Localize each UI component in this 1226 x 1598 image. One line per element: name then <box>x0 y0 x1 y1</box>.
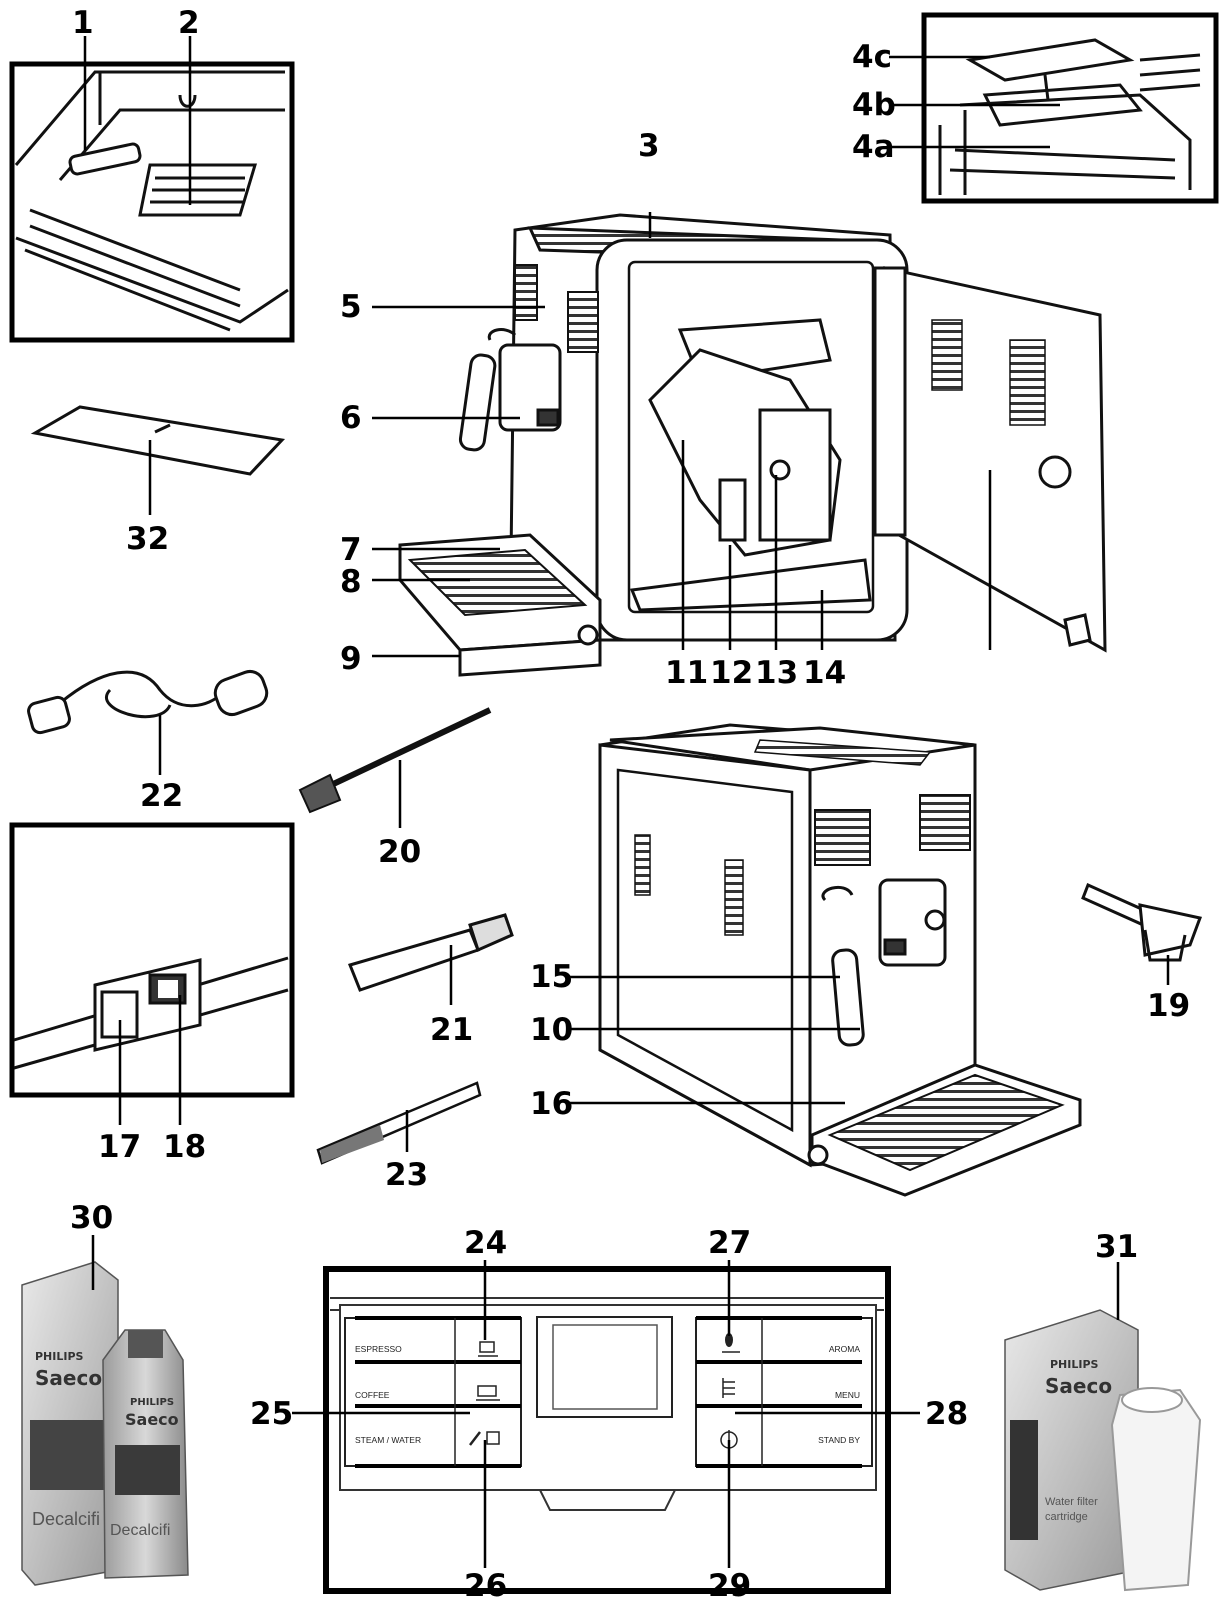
callout-17: 17 <box>98 1129 141 1165</box>
callout-9: 9 <box>340 641 362 677</box>
callout-4c: 4c <box>852 39 892 75</box>
menu-button-label[interactable]: MENU <box>835 1390 860 1400</box>
callout-24: 24 <box>464 1225 507 1261</box>
callout-10: 10 <box>530 1012 573 1048</box>
callout-22: 22 <box>140 778 183 814</box>
callout-1: 1 <box>72 5 94 41</box>
aroma-button-label[interactable]: AROMA <box>829 1344 861 1354</box>
callout-28: 28 <box>925 1396 968 1432</box>
decalcifier-package: PHILIPS Saeco Decalcifi PHILIPS Saeco De… <box>21 1200 189 1586</box>
espresso-cup-icon[interactable] <box>478 1341 498 1357</box>
callout-7: 7 <box>340 532 362 568</box>
callout-16: 16 <box>530 1086 573 1122</box>
callout-13: 13 <box>755 655 798 691</box>
callout-32: 32 <box>126 521 169 557</box>
bean-lid-accessory: 32 <box>30 405 286 557</box>
filter-box-brand-top: PHILIPS <box>1050 1358 1099 1371</box>
inset-power-socket: 17 18 <box>9 822 295 1165</box>
callout-26: 26 <box>464 1568 507 1598</box>
bottle-name: Decalcifi <box>110 1522 170 1539</box>
bottle-brand: Saeco <box>125 1410 179 1429</box>
callout-19: 19 <box>1147 988 1190 1024</box>
control-panel: ESPRESSO COFFEE STEAM / WATER AROMA MENU… <box>323 1266 891 1594</box>
callout-8: 8 <box>340 564 362 600</box>
machine-front-view <box>398 213 1107 677</box>
inset-top-lid: 1 2 <box>9 5 295 343</box>
aroma-bean-icon[interactable] <box>722 1333 740 1353</box>
power-cord-accessory: 22 <box>27 669 269 814</box>
callout-12: 12 <box>710 655 753 691</box>
machine-rear-view <box>598 723 1082 1197</box>
filter-box-brand: Saeco <box>1045 1374 1112 1398</box>
callout-4a: 4a <box>852 129 895 165</box>
water-filter-package: PHILIPS Saeco Water filter cartridge 31 <box>1004 1229 1202 1592</box>
decalcifier-box-name: Decalcifi <box>32 1509 100 1529</box>
callout-25: 25 <box>250 1396 293 1432</box>
callout-14: 14 <box>803 655 846 691</box>
callout-20: 20 <box>378 834 421 870</box>
callout-21: 21 <box>430 1012 473 1048</box>
grease-tube-accessory: 21 <box>347 913 514 1048</box>
menu-list-icon[interactable] <box>722 1378 735 1398</box>
decalcifier-box-brand: Saeco <box>35 1366 102 1390</box>
leader-lines-rear <box>570 975 860 1105</box>
filter-name-line1: Water filter <box>1045 1496 1098 1508</box>
callout-23: 23 <box>385 1157 428 1193</box>
standby-button-label[interactable]: STAND BY <box>818 1435 860 1445</box>
callout-5: 5 <box>340 289 362 325</box>
callout-31: 31 <box>1095 1229 1138 1265</box>
coffee-cup-icon[interactable] <box>476 1385 500 1401</box>
leader-lines-front <box>372 212 992 658</box>
callout-6: 6 <box>340 400 362 436</box>
cleaning-brush-accessory: 20 <box>298 707 492 870</box>
callout-4b: 4b <box>852 87 896 123</box>
callout-3: 3 <box>638 128 660 164</box>
callout-2: 2 <box>178 5 200 41</box>
leader-lines-panel <box>292 1260 920 1568</box>
decalcifier-box-brand-top: PHILIPS <box>35 1350 84 1363</box>
inset-bean-hopper: 4c 4b 4a <box>852 12 1219 204</box>
coffee-button-label[interactable]: COFFEE <box>355 1390 390 1400</box>
espresso-button-label[interactable]: ESPRESSO <box>355 1344 402 1354</box>
measuring-scoop-accessory: 19 <box>1081 882 1203 1024</box>
callout-15: 15 <box>530 959 573 995</box>
callout-18: 18 <box>163 1129 206 1165</box>
test-strip-accessory: 23 <box>316 1081 482 1193</box>
steam-water-icon[interactable] <box>469 1431 500 1446</box>
filter-name-line2: cartridge <box>1045 1511 1088 1523</box>
callout-30: 30 <box>70 1200 113 1236</box>
steam-water-button-label[interactable]: STEAM / WATER <box>355 1435 421 1445</box>
callout-27: 27 <box>708 1225 751 1261</box>
callout-11: 11 <box>665 655 708 691</box>
display-screen <box>552 1324 658 1410</box>
bottle-brand-top: PHILIPS <box>130 1397 174 1408</box>
callout-29: 29 <box>708 1568 751 1598</box>
